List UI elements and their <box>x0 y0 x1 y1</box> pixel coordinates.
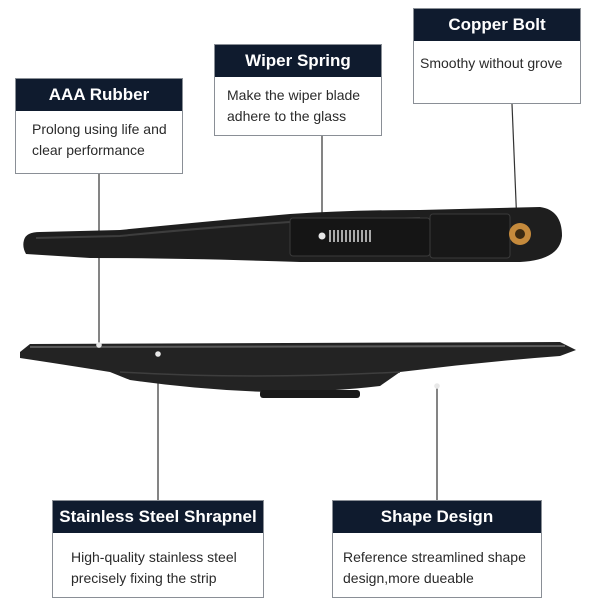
callout-description: Prolong using life and clear performance <box>16 111 182 161</box>
callout-title: Wiper Spring <box>215 45 381 77</box>
callout-line: Smoothy without grove <box>420 55 563 71</box>
callout-line: clear performance <box>32 142 145 158</box>
callout-title: Copper Bolt <box>414 9 580 41</box>
callout-line: High-quality stainless steel <box>71 549 237 565</box>
callout-shape-design: Shape Design Reference streamlined shape… <box>332 500 542 598</box>
wiper-arm <box>23 207 563 262</box>
callout-title: AAA Rubber <box>16 79 182 111</box>
callout-title: Stainless Steel Shrapnel <box>53 501 263 533</box>
leader-copper-bolt <box>511 103 518 227</box>
callout-aaa-rubber: AAA Rubber Prolong using life and clear … <box>15 78 183 174</box>
callout-description: Reference streamlined shape design,more … <box>333 533 541 589</box>
callout-description: Smoothy without grove <box>414 41 580 74</box>
callout-line: precisely fixing the strip <box>71 570 217 586</box>
callout-title: Shape Design <box>333 501 541 533</box>
callout-line: Reference streamlined shape <box>343 549 526 565</box>
wiper-blade <box>20 342 576 398</box>
callout-line: adhere to the glass <box>227 108 347 124</box>
callout-wiper-spring: Wiper Spring Make the wiper blade adhere… <box>214 44 382 136</box>
spring-coils <box>329 230 371 242</box>
callout-copper-bolt: Copper Bolt Smoothy without grove <box>413 8 581 104</box>
callout-line: Make the wiper blade <box>227 87 361 103</box>
callout-line: Prolong using life and <box>32 121 167 137</box>
callout-stainless-steel-shrapnel: Stainless Steel Shrapnel High-quality st… <box>52 500 264 598</box>
callout-line: design,more dueable <box>343 570 474 586</box>
callout-description: Make the wiper blade adhere to the glass <box>215 77 381 127</box>
callout-description: High-quality stainless steel precisely f… <box>53 533 263 589</box>
